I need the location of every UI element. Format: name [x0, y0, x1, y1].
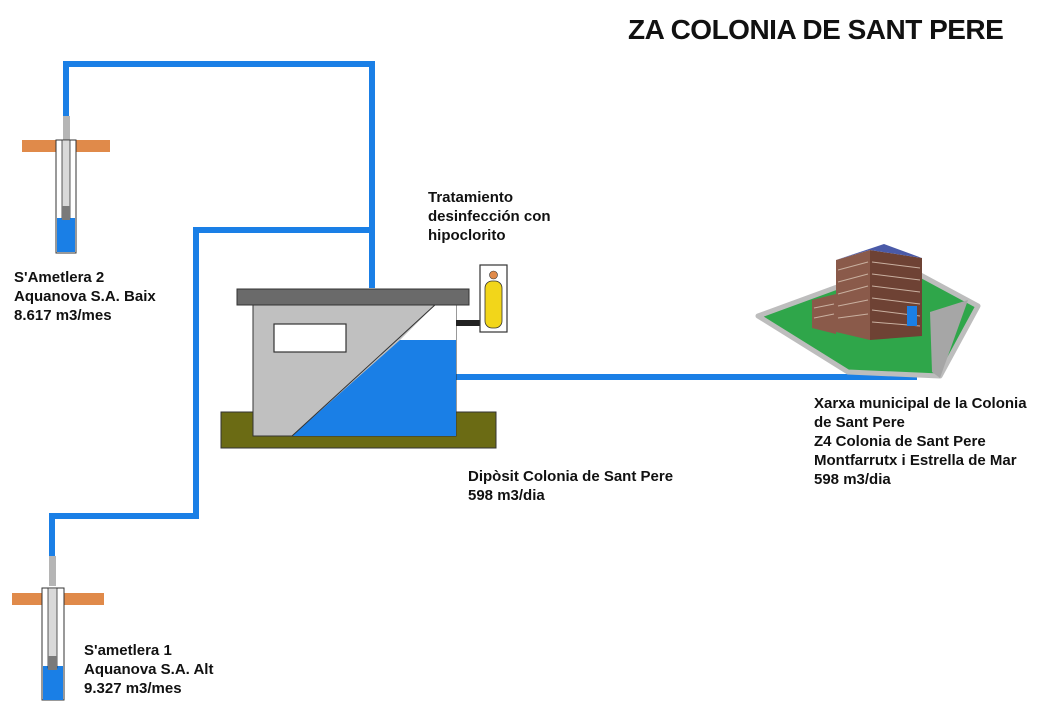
well-2-icon	[22, 116, 110, 254]
well-1-name: S'ametlera 1	[84, 642, 172, 659]
well-1-label: S'ametlera 1 Aquanova S.A. Alt 9.327 m3/…	[84, 641, 213, 698]
well-1-icon	[12, 556, 104, 701]
network-flow: 598 m3/dia	[814, 471, 891, 488]
pipe-well-2-to-tank	[63, 61, 375, 288]
treatment-label-line: Tratamiento	[428, 189, 514, 206]
tank-label: Dipòsit Colonia de Sant Pere 598 m3/dia	[468, 467, 673, 505]
chlorine-bottle-icon	[479, 264, 508, 333]
well-1-flow: 9.327 m3/mes	[84, 680, 182, 697]
tank-name: Dipòsit Colonia de Sant Pere	[468, 468, 674, 485]
network-areas: Montfarrutx i Estrella de Mar	[814, 452, 1017, 469]
network-name: Xarxa municipal de la Colonia	[814, 395, 1027, 412]
treatment-label-line: hipoclorito	[428, 227, 506, 244]
page-title: ZA COLONIA DE SANT PERE	[628, 14, 1004, 45]
network-label: Xarxa municipal de la Colonia de Sant Pe…	[814, 394, 1027, 489]
network-zone: Z4 Colonia de Sant Pere	[814, 433, 986, 450]
tank-flow: 598 m3/dia	[468, 487, 545, 504]
tank-icon	[220, 288, 497, 449]
well-2-label: S'Ametlera 2 Aquanova S.A. Baix 8.617 m3…	[14, 268, 156, 325]
pipe-well-1-to-tank	[49, 227, 372, 558]
treatment-label-line: desinfección con	[428, 208, 551, 225]
well-2-flow: 8.617 m3/mes	[14, 307, 112, 324]
municipal-building-icon	[755, 244, 981, 379]
well-2-operator: Aquanova S.A. Baix	[14, 288, 156, 305]
network-name-cont: de Sant Pere	[814, 414, 905, 431]
well-1-operator: Aquanova S.A. Alt	[84, 661, 214, 678]
treatment-label: Tratamiento desinfección con hipoclorito	[428, 188, 551, 245]
well-2-name: S'Ametlera 2	[14, 269, 105, 286]
